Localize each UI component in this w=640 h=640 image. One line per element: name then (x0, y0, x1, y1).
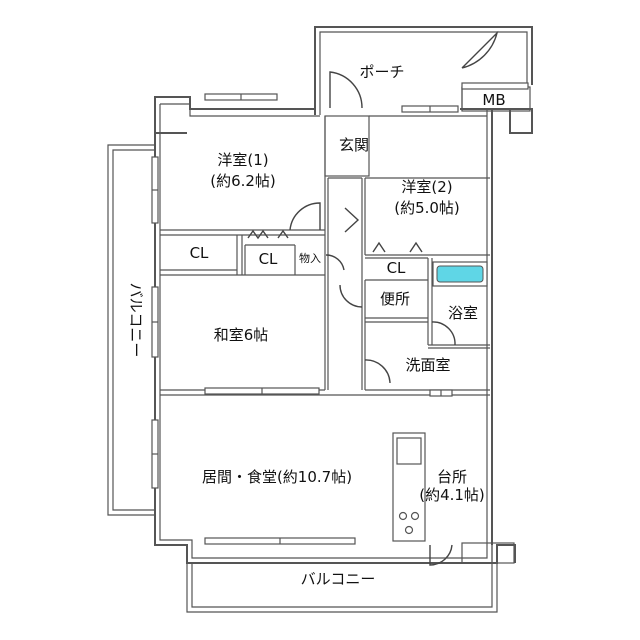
porch-outline (314, 26, 533, 115)
balcony-left (107, 144, 155, 516)
western-room-2-name: 洋室(2) (401, 178, 452, 196)
balcony-left-label: バルコニー (127, 283, 145, 358)
living-dining-label: 居間・食堂(約10.7帖) (202, 468, 352, 486)
kitchen-counter (392, 432, 426, 542)
washroom-label: 洗面室 (405, 356, 450, 374)
balcony-bottom (186, 563, 498, 613)
windows (151, 82, 529, 545)
western-room-1-name: 洋室(1) (217, 151, 268, 169)
doors (247, 30, 499, 566)
mb-label: MB (482, 91, 505, 109)
entrance-label: 玄関 (339, 136, 369, 154)
toilet-label: 便所 (380, 290, 410, 308)
storage-label: 物入 (299, 251, 321, 265)
porch-label: ポーチ (359, 63, 404, 81)
japanese-room-label: 和室6帖 (214, 326, 269, 344)
closet-1-label: CL (190, 244, 209, 262)
kitchen-size: (約4.1帖) (419, 486, 485, 504)
bath-label: 浴室 (448, 304, 478, 322)
bathtub (432, 261, 488, 287)
closet-2-label: CL (259, 250, 278, 268)
balcony-bottom-label: バルコニー (301, 570, 376, 588)
western-room-1-size: (約6.2帖) (210, 172, 276, 190)
main-outline (154, 96, 533, 564)
kitchen-name: 台所 (437, 468, 467, 486)
interior-walls (160, 115, 490, 396)
closet-3-label: CL (387, 259, 406, 277)
western-room-2-size: (約5.0帖) (394, 199, 460, 217)
